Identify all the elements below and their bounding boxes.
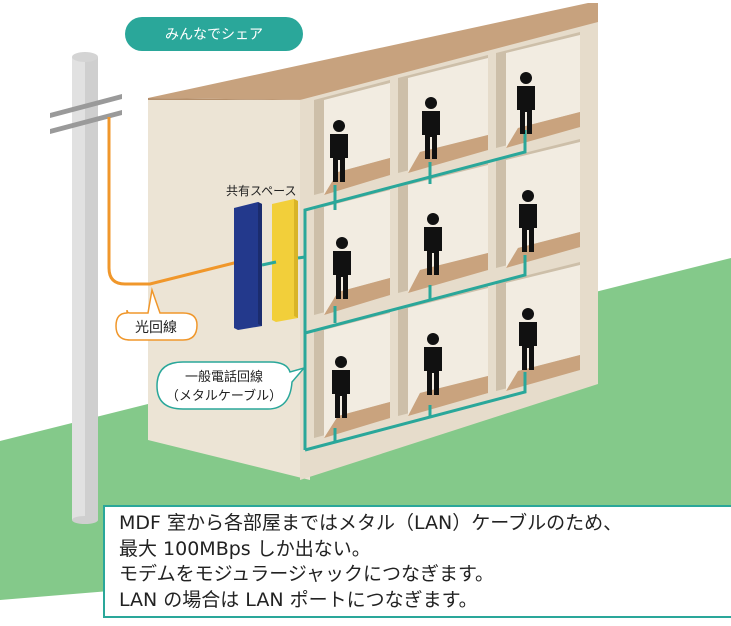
fiber-callout-label: 光回線 xyxy=(135,320,177,336)
fiber-callout: 光回線 xyxy=(115,287,198,341)
room-floor xyxy=(408,135,488,173)
person-icon xyxy=(424,213,442,275)
room-floor xyxy=(324,402,390,438)
person-icon xyxy=(333,237,351,299)
shared-equipment xyxy=(234,199,298,330)
share-badge-label: みんなでシェア xyxy=(165,27,263,43)
pole-crossarm xyxy=(50,94,122,118)
room-floor xyxy=(408,253,488,293)
explanation-line: 最大 100MBps しか出ない。 xyxy=(119,537,371,560)
person-icon xyxy=(424,333,442,395)
phone-line-callout-line1: 一般電話回線 xyxy=(185,369,263,385)
person-icon xyxy=(519,308,537,370)
residents xyxy=(330,72,537,418)
onu-box-side xyxy=(294,199,298,318)
mdf-box xyxy=(234,202,262,330)
room-floor xyxy=(324,158,390,195)
mdf-box-side xyxy=(258,202,262,326)
explanation-line: モデムをモジュラージャックにつなぎます。 xyxy=(119,563,495,585)
person-icon xyxy=(330,120,348,182)
room-interior xyxy=(324,313,390,438)
explanation-line: MDF 室から各部屋まではメタル（LAN）ケーブルのため、 xyxy=(119,512,623,534)
pole-crossarm xyxy=(50,110,122,134)
onu-box xyxy=(272,199,298,322)
room-grid xyxy=(314,32,580,438)
person-icon xyxy=(422,97,440,159)
person-icon xyxy=(519,190,537,252)
building-roof xyxy=(148,3,598,100)
room-floor xyxy=(408,376,488,416)
shared-space-label: 共有スペース xyxy=(226,184,297,198)
metal-cable-network xyxy=(261,130,527,452)
fiber-cable xyxy=(107,117,239,286)
share-badge: みんなでシェア xyxy=(125,17,303,51)
phone-line-callout-line2: （メタルケーブル） xyxy=(166,388,282,404)
room-floor xyxy=(324,278,390,315)
explanation-box: MDF 室から各部屋まではメタル（LAN）ケーブルのため、 最大 100MBps… xyxy=(103,505,731,618)
utility-pole xyxy=(50,52,122,524)
person-icon xyxy=(332,356,350,418)
explanation-line: LAN の場合は LAN ポートにつなぎます。 xyxy=(119,588,478,611)
person-icon xyxy=(517,72,535,134)
phone-line-callout: 一般電話回線 （メタルケーブル） xyxy=(156,361,307,410)
